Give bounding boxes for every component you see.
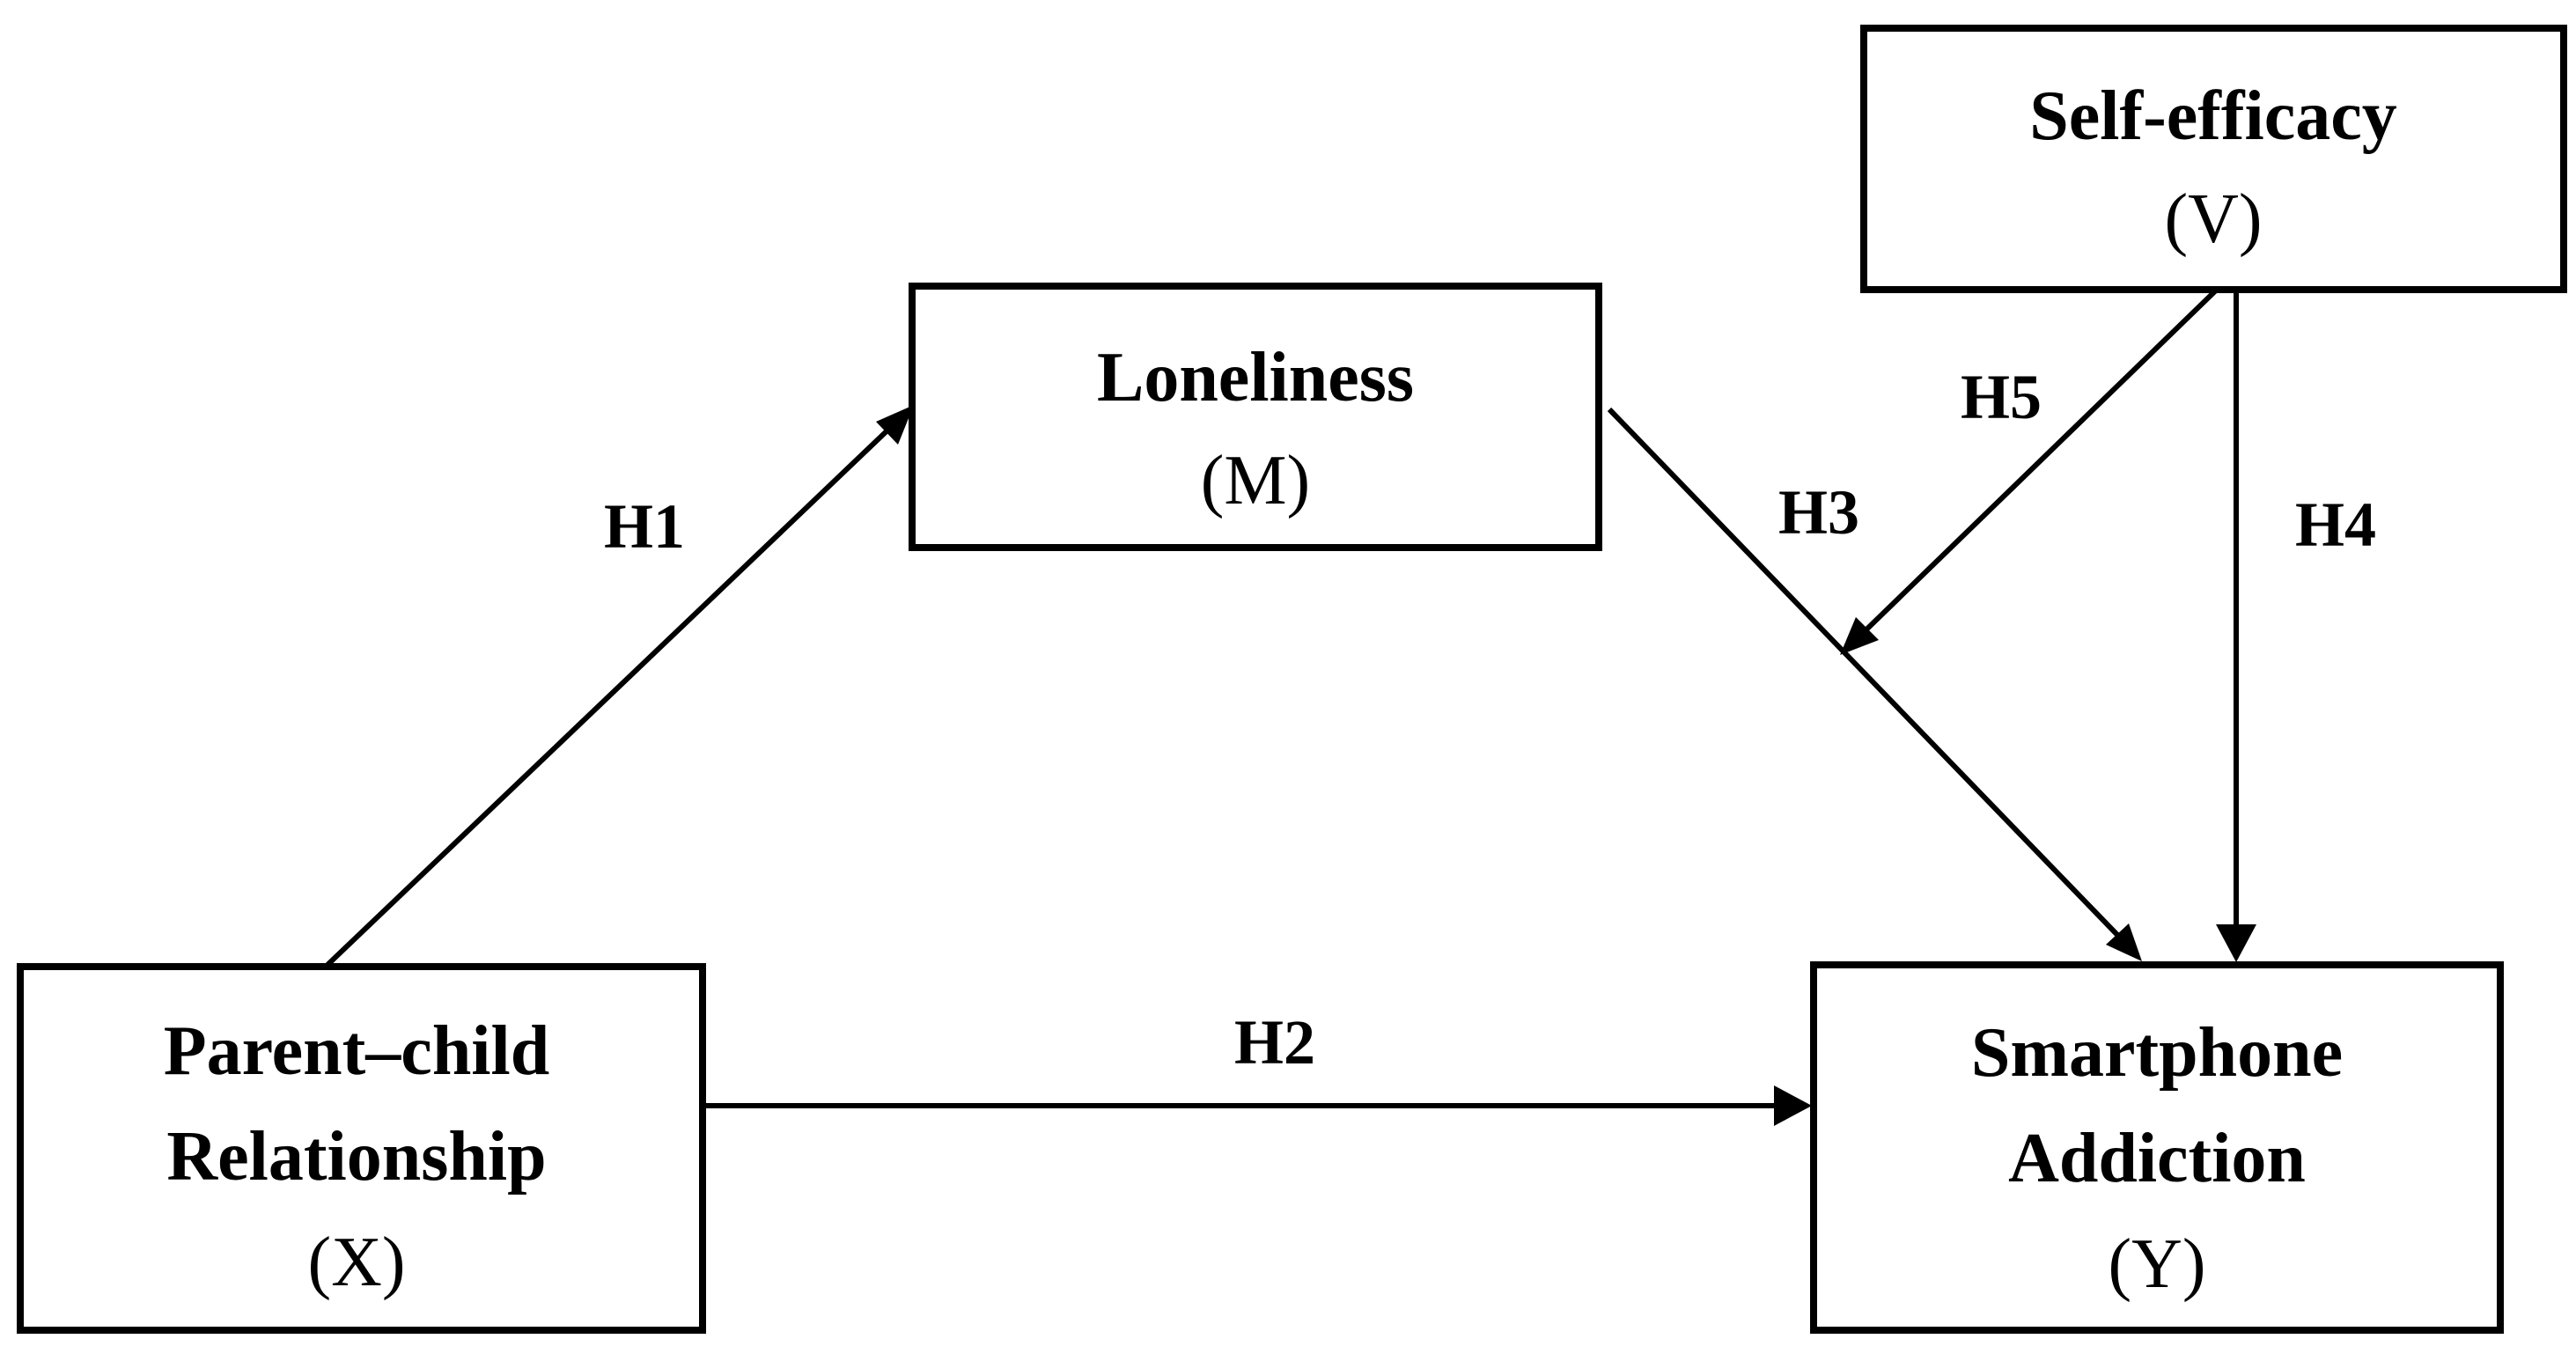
- node-v-line1: Self-efficacy: [2029, 77, 2397, 155]
- node-m-line1: Loneliness: [1097, 339, 1414, 416]
- node-x-line2: Relationship: [166, 1118, 546, 1195]
- edge-h1-line: [325, 426, 892, 967]
- edge-h4: [2216, 286, 2256, 962]
- node-parent-child-relationship: Parent–child Relationship (X): [17, 963, 706, 1334]
- edge-h1-arrowhead: [876, 405, 914, 445]
- edge-h3: [1607, 407, 2142, 961]
- edge-h2-arrowhead: [1774, 1085, 1812, 1126]
- edge-h5-line: [1861, 283, 2223, 635]
- node-v-symbol: (V): [2164, 180, 2262, 258]
- edge-h2: [704, 1085, 1812, 1126]
- node-y-line1: Smartphone: [1971, 1014, 2343, 1092]
- node-smartphone-addiction: Smartphone Addiction (Y): [1810, 961, 2504, 1334]
- node-x-line1: Parent–child: [164, 1012, 550, 1090]
- edge-h5: [1840, 283, 2223, 655]
- edge-h3-line: [1607, 407, 2123, 940]
- edge-h5-label: H5: [1961, 362, 2042, 432]
- node-y-box: [1810, 961, 2504, 1334]
- edge-h1-label: H1: [604, 491, 685, 562]
- edge-h2-label: H2: [1234, 1007, 1315, 1078]
- node-x-box: [17, 963, 706, 1334]
- edge-h3-arrowhead: [2106, 923, 2142, 961]
- edge-h5-arrowhead: [1840, 617, 1879, 655]
- node-m-box: [909, 283, 1602, 551]
- node-self-efficacy: Self-efficacy (V): [1860, 25, 2567, 293]
- edge-h3-label: H3: [1778, 477, 1859, 548]
- node-loneliness: Loneliness (M): [909, 283, 1602, 551]
- node-x-symbol: (X): [307, 1224, 405, 1301]
- node-m-symbol: (M): [1201, 442, 1310, 519]
- edge-h1: [325, 405, 914, 967]
- edge-h4-arrowhead: [2216, 924, 2256, 962]
- node-y-symbol: (Y): [2108, 1225, 2205, 1303]
- node-y-line2: Addiction: [2008, 1120, 2306, 1197]
- node-v-box: [1860, 25, 2567, 293]
- edge-h4-label: H4: [2295, 489, 2376, 560]
